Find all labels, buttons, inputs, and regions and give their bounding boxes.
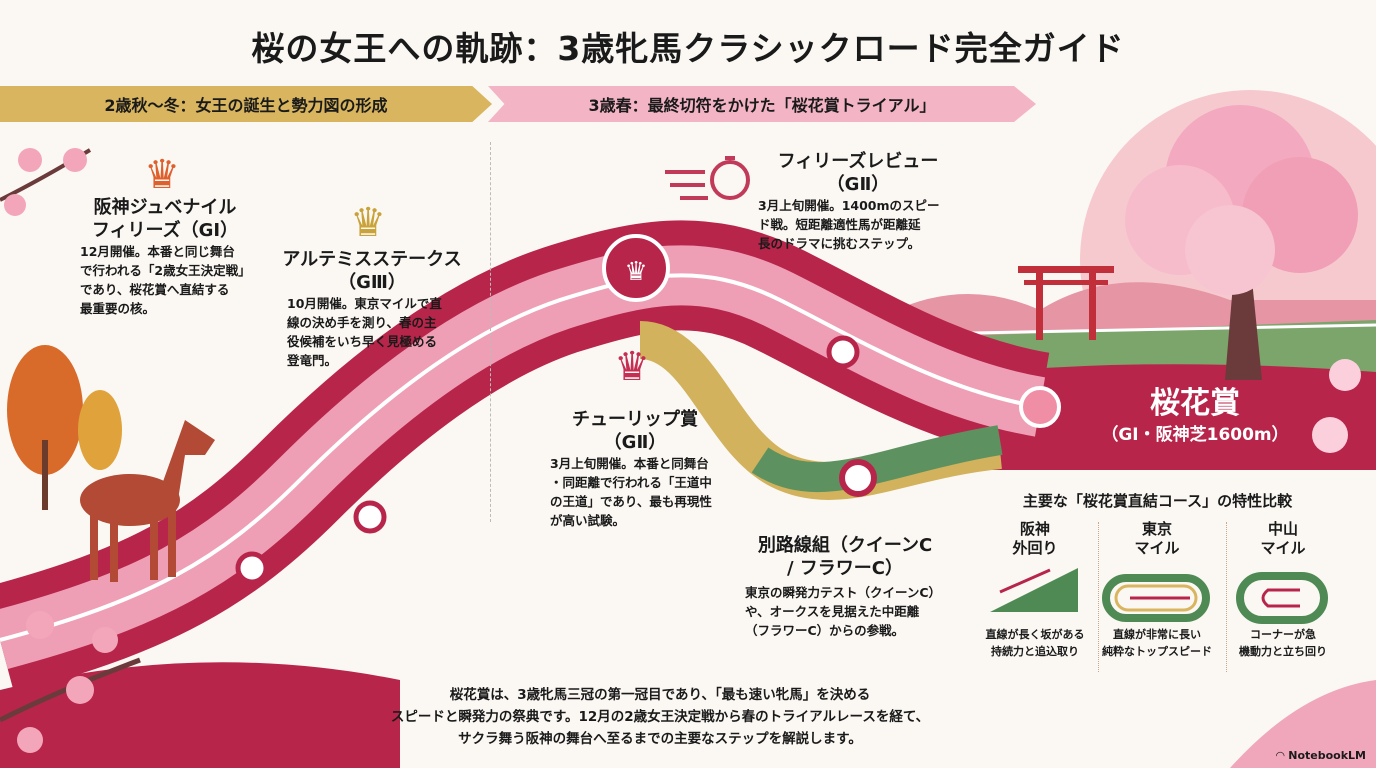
hanshin-slope-icon [990, 568, 1078, 612]
torii-gate-icon [1018, 266, 1114, 340]
bottom-band [0, 662, 400, 768]
course-nakayama: 中山 マイル コーナーが急 機動力と立ち回り [1239, 520, 1327, 658]
phase-divider [490, 142, 491, 522]
race-tulip: チューリップ賞 （GⅡ） 3月上旬開催。本番と同舞台 ・同距離で行われる「王道中… [550, 409, 712, 528]
course-hanshin: 阪神 外回り 直線が長く坂がある 持続力と追込取り [985, 520, 1085, 658]
cherry-blossom-branches [0, 148, 1376, 768]
laurel-crown-icon: ♛ [614, 344, 650, 390]
svg-text:♛: ♛ [624, 257, 647, 287]
goal-race-name: 桜花賞 [1150, 386, 1240, 421]
cherry-tree-icon [1125, 105, 1358, 380]
notebooklm-brand: ◠ NotebookLM [1275, 749, 1366, 762]
race-artemis: アルテミスステークス （GⅢ） 10月開催。東京マイルで直 線の決め手を測り、春… [282, 249, 462, 368]
comparison-divider [1226, 522, 1227, 672]
tokyo-oval-icon [1102, 574, 1210, 622]
race-road [0, 220, 1051, 694]
page-title: 桜の女王への軌跡：3歳牝馬クラシックロード完全ガイド [251, 29, 1125, 68]
notebooklm-logo-icon: ◠ [1275, 749, 1289, 762]
stopwatch-icon [665, 156, 750, 200]
race-hanshin-jf: 阪神ジュベナイル フィリーズ（GⅠ） 12月開催。本番と同じ舞台 で行われる「2… [80, 197, 251, 316]
goal-band [960, 364, 1376, 470]
autumn-trees-icon [7, 345, 122, 510]
horse-icon [80, 420, 215, 582]
course-tokyo: 東京 マイル 直線が非常に長い 純粋なトップスピード [1102, 520, 1212, 658]
route-stations: ♛ [235, 234, 1061, 585]
crown-icon-giii: ♛ [350, 200, 386, 246]
comparison-title: 主要な「桜花賞直結コース」の特性比較 [1022, 492, 1293, 510]
phase-banner-3yo: 3歳春：最終切符をかけた「桜花賞トライアル」 [488, 86, 1036, 122]
goal-race-detail: （GⅠ・阪神芝1600m） [1101, 425, 1289, 445]
phase-banner-2yo: 2歳秋〜冬：女王の誕生と勢力図の形成 [0, 86, 492, 122]
race-fillies-review: フィリーズレビュー （GⅡ） 3月上旬開催。1400mのスピー ド戦。短距離適性… [758, 151, 940, 251]
summary-text: 桜花賞は、3歳牝馬三冠の第一冠目であり、「最も速い牝馬」を決める スピードと瞬発… [390, 687, 930, 747]
nakayama-oval-icon [1236, 572, 1328, 624]
race-alt-route: 別路線組（クイーンC / フラワーC） 東京の瞬発力テスト（クイーンC） や、オ… [745, 535, 942, 638]
crown-icon-gi: ♛ [144, 152, 180, 198]
comparison-divider [1098, 522, 1099, 672]
